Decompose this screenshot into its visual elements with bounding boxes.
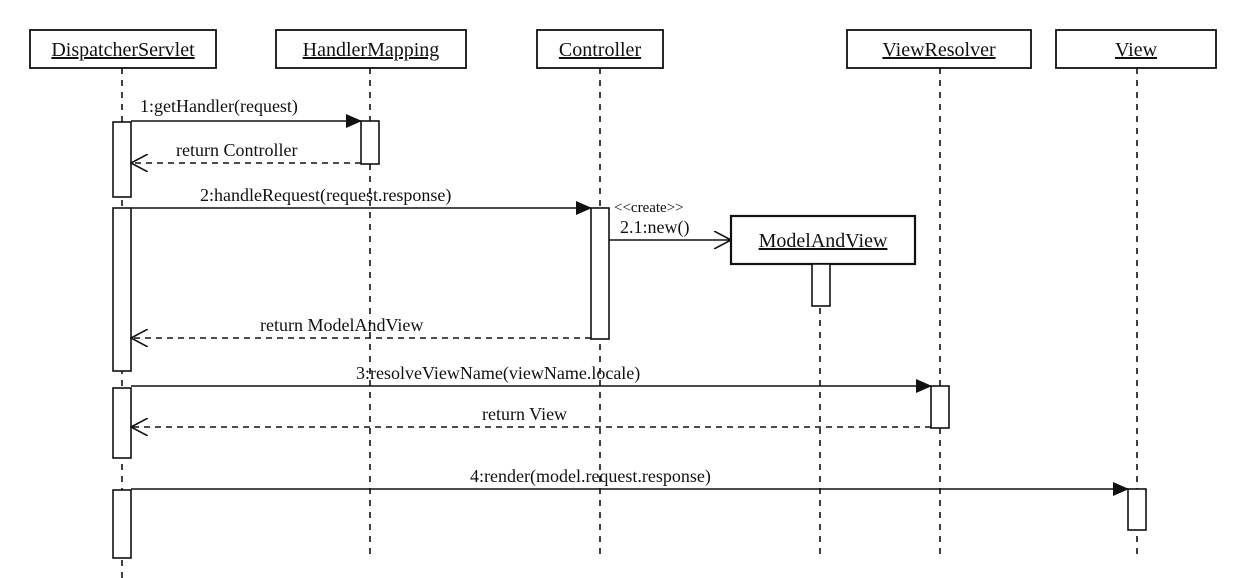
return-label-view: return View (482, 404, 567, 424)
message-label-render: 4:render(model.request.response) (470, 466, 711, 487)
message-label-handlerequest: 2:handleRequest(request.response) (200, 185, 451, 206)
activation-handlermapping (360, 120, 380, 165)
activation-dispatcher-2 (112, 207, 132, 372)
participant-label-dispatcherservlet: DispatcherServlet (51, 39, 195, 61)
participant-box-view (1055, 29, 1217, 69)
return-label-modelandview: return ModelAndView (260, 315, 423, 335)
activation-dispatcher-1 (112, 121, 132, 198)
message-label-resolveviewname: 3:resolveViewName(viewName.locale) (356, 363, 640, 384)
activation-viewresolver (930, 385, 950, 429)
message-label-new: 2.1:new() (620, 217, 689, 238)
activation-dispatcher-4 (112, 489, 132, 559)
participant-label-handlermapping: HandlerMapping (303, 39, 440, 61)
participant-box-controller (536, 29, 664, 69)
activation-controller (590, 207, 610, 340)
activation-view (1127, 488, 1147, 531)
create-stereotype-label: <<create>> (614, 200, 684, 216)
participant-box-dispatcherservlet (29, 29, 217, 69)
message-label-gethandler: 1:getHandler(request) (140, 96, 298, 117)
participant-label-view: View (1115, 39, 1158, 61)
participant-label-modelandview: ModelAndView (759, 230, 888, 252)
activation-dispatcher-3 (112, 387, 132, 459)
participant-box-handlermapping (275, 29, 467, 69)
participant-box-viewresolver (846, 29, 1032, 69)
return-label-controller: return Controller (176, 140, 297, 160)
activation-modelandview (811, 263, 831, 307)
participant-label-viewresolver: ViewResolver (882, 39, 996, 61)
participant-label-controller: Controller (559, 39, 642, 61)
